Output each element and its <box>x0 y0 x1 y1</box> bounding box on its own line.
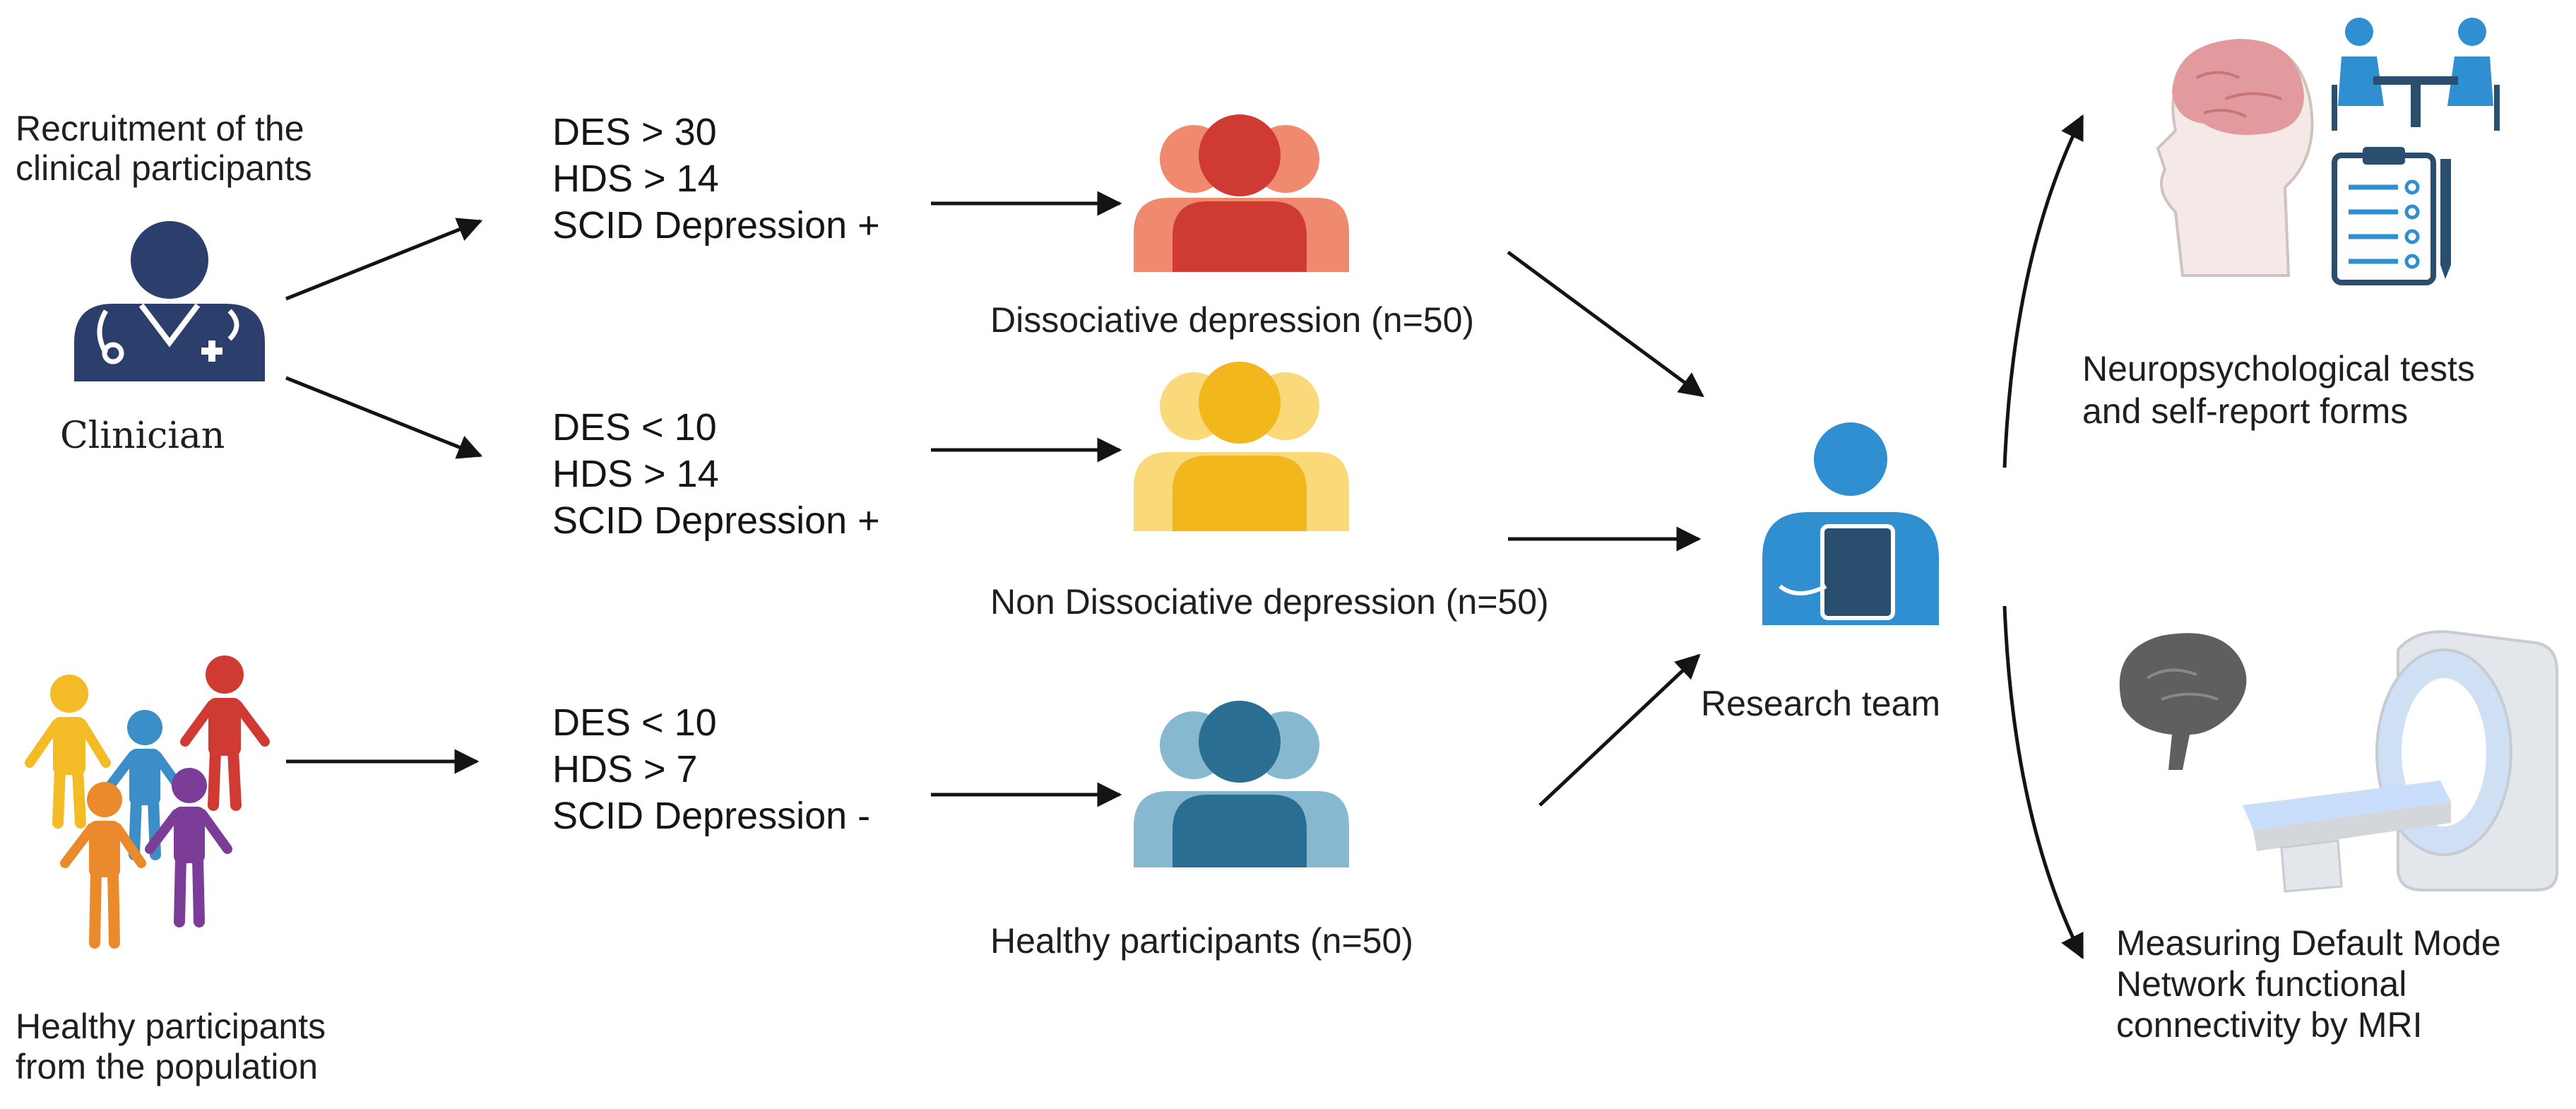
neuro-tests-label-line2: and self-report forms <box>2082 391 2409 431</box>
healthy-population-label-line2: from the population <box>16 1047 319 1086</box>
criteria-line: SCID Depression - <box>552 795 871 837</box>
clinician-icon <box>74 221 265 381</box>
arrow-team-to-neuro <box>2002 114 2084 468</box>
criteria-line: SCID Depression + <box>552 204 880 247</box>
arrow-clinician-to-nondissociative <box>285 376 483 459</box>
clinical-recruitment-label-line1: Recruitment of the <box>16 109 304 148</box>
criteria-line: HDS > 14 <box>552 158 719 200</box>
mri-label-line1: Measuring Default Mode <box>2116 923 2501 963</box>
group-label-nondissociative: Non Dissociative depression (n=50) <box>990 582 1549 622</box>
group-label-dissociative: Dissociative depression (n=50) <box>990 300 1475 340</box>
consultation-icon <box>2332 18 2500 131</box>
research-team-label: Research team <box>1701 684 1941 723</box>
tablet-icon <box>1820 524 1895 620</box>
criteria-block-nondissociative: DES < 10 HDS > 14 SCID Depression + <box>552 404 880 544</box>
arrow-team-to-mri <box>2002 605 2084 960</box>
arrow-group3-to-team <box>1538 653 1701 807</box>
healthy-population-label-line1: Healthy participants <box>16 1007 326 1046</box>
criteria-line: HDS > 7 <box>552 748 698 790</box>
mri-scanner-icon <box>2243 630 2558 893</box>
criteria-block-healthy: DES < 10 HDS > 7 SCID Depression - <box>552 699 870 839</box>
sagittal-brain-icon <box>2119 633 2247 770</box>
group-label-healthy: Healthy participants (n=50) <box>990 921 1413 961</box>
criteria-line: DES > 30 <box>552 111 717 153</box>
flow-arrows <box>285 114 2084 960</box>
mri-label-line2: Network functional <box>2116 964 2407 1004</box>
arrow-clinician-to-dissociative <box>285 218 483 301</box>
criteria-block-dissociative: DES > 30 HDS > 14 SCID Depression + <box>552 109 880 249</box>
criteria-line: DES < 10 <box>552 406 717 449</box>
criteria-line: SCID Depression + <box>552 499 880 542</box>
clipboard-form-icon <box>2332 147 2451 285</box>
criteria-line: HDS > 14 <box>552 453 719 495</box>
clinical-recruitment-label-line2: clinical participants <box>16 148 312 188</box>
head-brain-icon <box>2156 39 2314 277</box>
clinician-label: Clinician <box>60 415 225 457</box>
researcher-icon <box>1762 422 1939 625</box>
healthy-group-icon <box>1134 701 1349 867</box>
neuro-tests-label-line1: Neuropsychological tests <box>2082 349 2475 389</box>
mri-label-line3: connectivity by MRI <box>2116 1005 2423 1045</box>
population-people-icon <box>25 656 270 949</box>
dissociative-group-icon <box>1134 114 1349 272</box>
criteria-line: DES < 10 <box>552 701 717 744</box>
arrow-group1-to-team <box>1507 250 1704 398</box>
nondissociative-group-icon <box>1134 362 1349 531</box>
